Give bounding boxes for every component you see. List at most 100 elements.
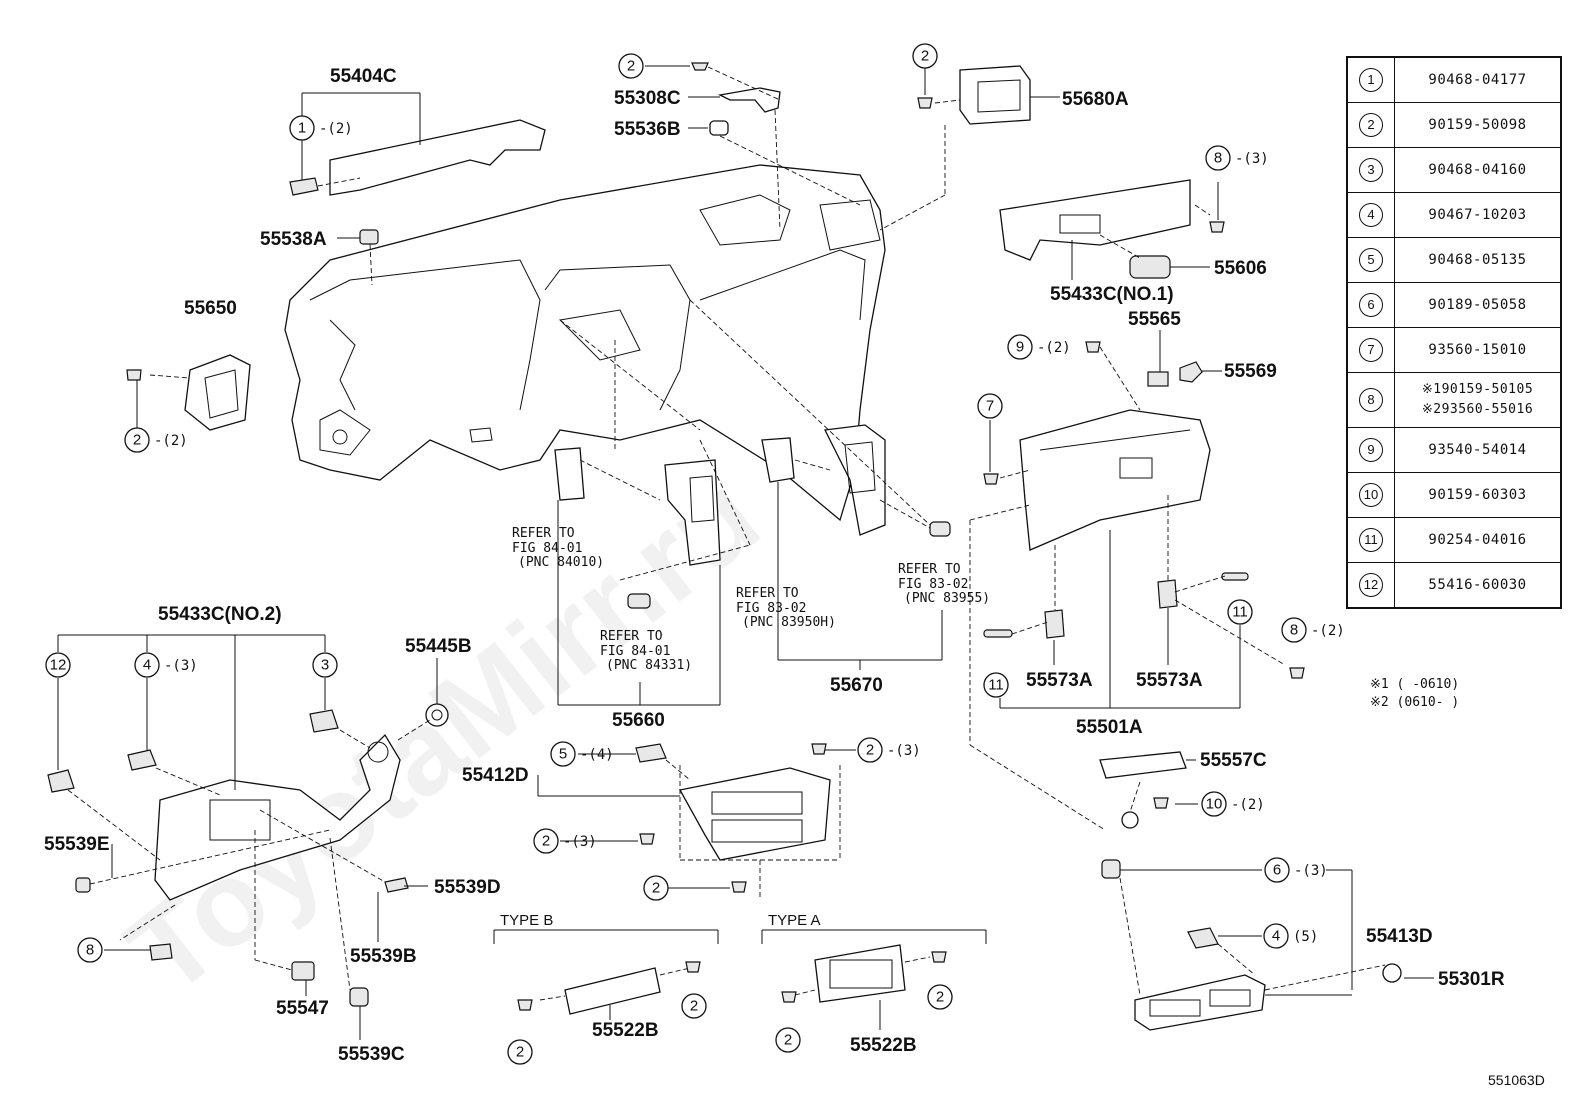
callout-1: 1-(2) [289,115,353,141]
part-55573a-right-shape [1157,579,1178,609]
callout-circle [1263,923,1289,949]
part-55557c-shape [1099,751,1187,779]
callout-12: 12 [45,652,71,678]
callout-circle [618,53,644,79]
parts-table-number: 90468-04177 [1394,56,1562,103]
label-55547: 55547 [276,998,329,1019]
part-clip-12-shape [47,769,75,793]
part-number: 90189-05058 [1428,297,1527,313]
callout-5: 5-(4) [550,741,614,767]
parts-table-number: 90468-05135 [1394,237,1562,283]
parts-table-ref: 6 [1346,282,1395,328]
callout-circle [533,828,559,854]
callout-11: 11 [1227,599,1253,625]
part-number: 90254-04016 [1428,532,1527,548]
callout-quantity: -(2) [1311,623,1345,639]
callout-number: 4 [1272,928,1280,945]
callout-4: 4-(3) [134,652,198,678]
callout-quantity: -(3) [887,743,921,759]
part-number: ※190159-50105 [1421,382,1534,397]
parts-table-number: ※190159-50105※293560-55016 [1394,372,1562,428]
part-number: 55416-60030 [1428,577,1527,593]
callout-circle [983,672,1009,698]
callout-8: 8-(3) [1205,145,1269,171]
label-55538a: 55538A [260,229,327,250]
part-number: 90468-04177 [1428,72,1527,88]
callout-number: 10 [1206,796,1223,813]
vent-center-right-shape [824,424,886,536]
part-6-clip-shape [1101,859,1121,879]
part-55569-shape [1179,361,1203,383]
callout-number: 9 [1016,339,1024,356]
callout-quantity: -(2) [1037,340,1071,356]
leader-lines [57,65,1434,1040]
label-55557c: 55557C [1200,750,1267,771]
ref-number-circle: 4 [1359,203,1383,227]
screws [126,97,1305,1011]
parts-table-number: 90189-05058 [1394,282,1562,328]
callout-number: 2 [542,833,550,850]
label-55539e: 55539E [44,834,110,855]
callout-8: 8-(2) [1281,617,1345,643]
callout-circle [1007,334,1033,360]
type-a-label: TYPE A [768,912,821,929]
callout-circle [1227,599,1253,625]
label-55501a: 55501A [1076,717,1143,738]
parts-table-row: 8※190159-50105※293560-55016 [1346,372,1562,428]
callout-number: 2 [936,989,944,1006]
part-55445b-shape [425,703,449,727]
callout-number: 7 [986,398,994,415]
callout-circle [1281,617,1307,643]
part-number: 90159-60303 [1428,487,1527,503]
callout-10: 10 -(2) [1201,791,1265,817]
parts-table-ref: 5 [1346,237,1395,283]
callout-quantity: -(2) [1231,797,1265,813]
callout-number: 11 [988,677,1004,694]
note-1: ※1 ( -0610) [1370,677,1459,692]
part-4-clip-shape [1187,927,1219,949]
refer-84331: REFER TO FIG 84-01 (PNC 84331) [600,629,692,673]
parts-table-ref: 8 [1346,372,1395,428]
callout-11: 11 [983,672,1009,698]
callout-2: 2 -(2) [124,427,188,453]
callout-6: 6-(3) [1264,857,1328,883]
parts-table-row: 6 90189-05058 [1346,282,1562,328]
callout-2: 2 [618,53,644,79]
dashboard-panel [284,164,886,522]
callout-number: 2 [690,998,698,1015]
ref-number-circle: 11 [1359,528,1383,552]
ref-number-circle: 5 [1359,248,1383,272]
part-55538a-shape [359,229,379,245]
screw-shape [691,62,709,71]
parts-table-number: 55416-60030 [1394,562,1562,609]
part-55539e-shape [75,877,91,893]
part-number: 90468-04160 [1428,162,1527,178]
part-55547-shape [291,961,315,981]
callout-number: 2 [784,1032,792,1049]
part-55301r-shape [1382,963,1402,983]
label-55445b: 55445B [405,636,472,657]
callout-quantity: -(2) [154,433,188,449]
label-55413d: 55413D [1366,926,1433,947]
callout-circle [507,1039,533,1065]
callout-number: 8 [86,942,94,959]
ref-number-circle: 3 [1359,158,1383,182]
part-number: 90159-50098 [1428,117,1527,133]
callout-quantity: -(3) [164,658,198,674]
callout-quantity: -(3) [563,834,597,850]
label-55404c: 55404C [330,66,397,87]
callout-number: 2 [627,58,635,75]
parts-table-number: 93560-15010 [1394,327,1562,373]
callout-number: 3 [321,657,329,674]
label-55522b-type-a: 55522B [850,1035,917,1056]
callout-quantity: -(2) [319,121,353,137]
callout-quantity: -(3) [1235,151,1269,167]
switch-bezel-left-shape [554,447,585,501]
part-number: 93560-15010 [1428,342,1527,358]
callout-number: 2 [133,432,141,449]
callout-number: 12 [50,657,67,674]
